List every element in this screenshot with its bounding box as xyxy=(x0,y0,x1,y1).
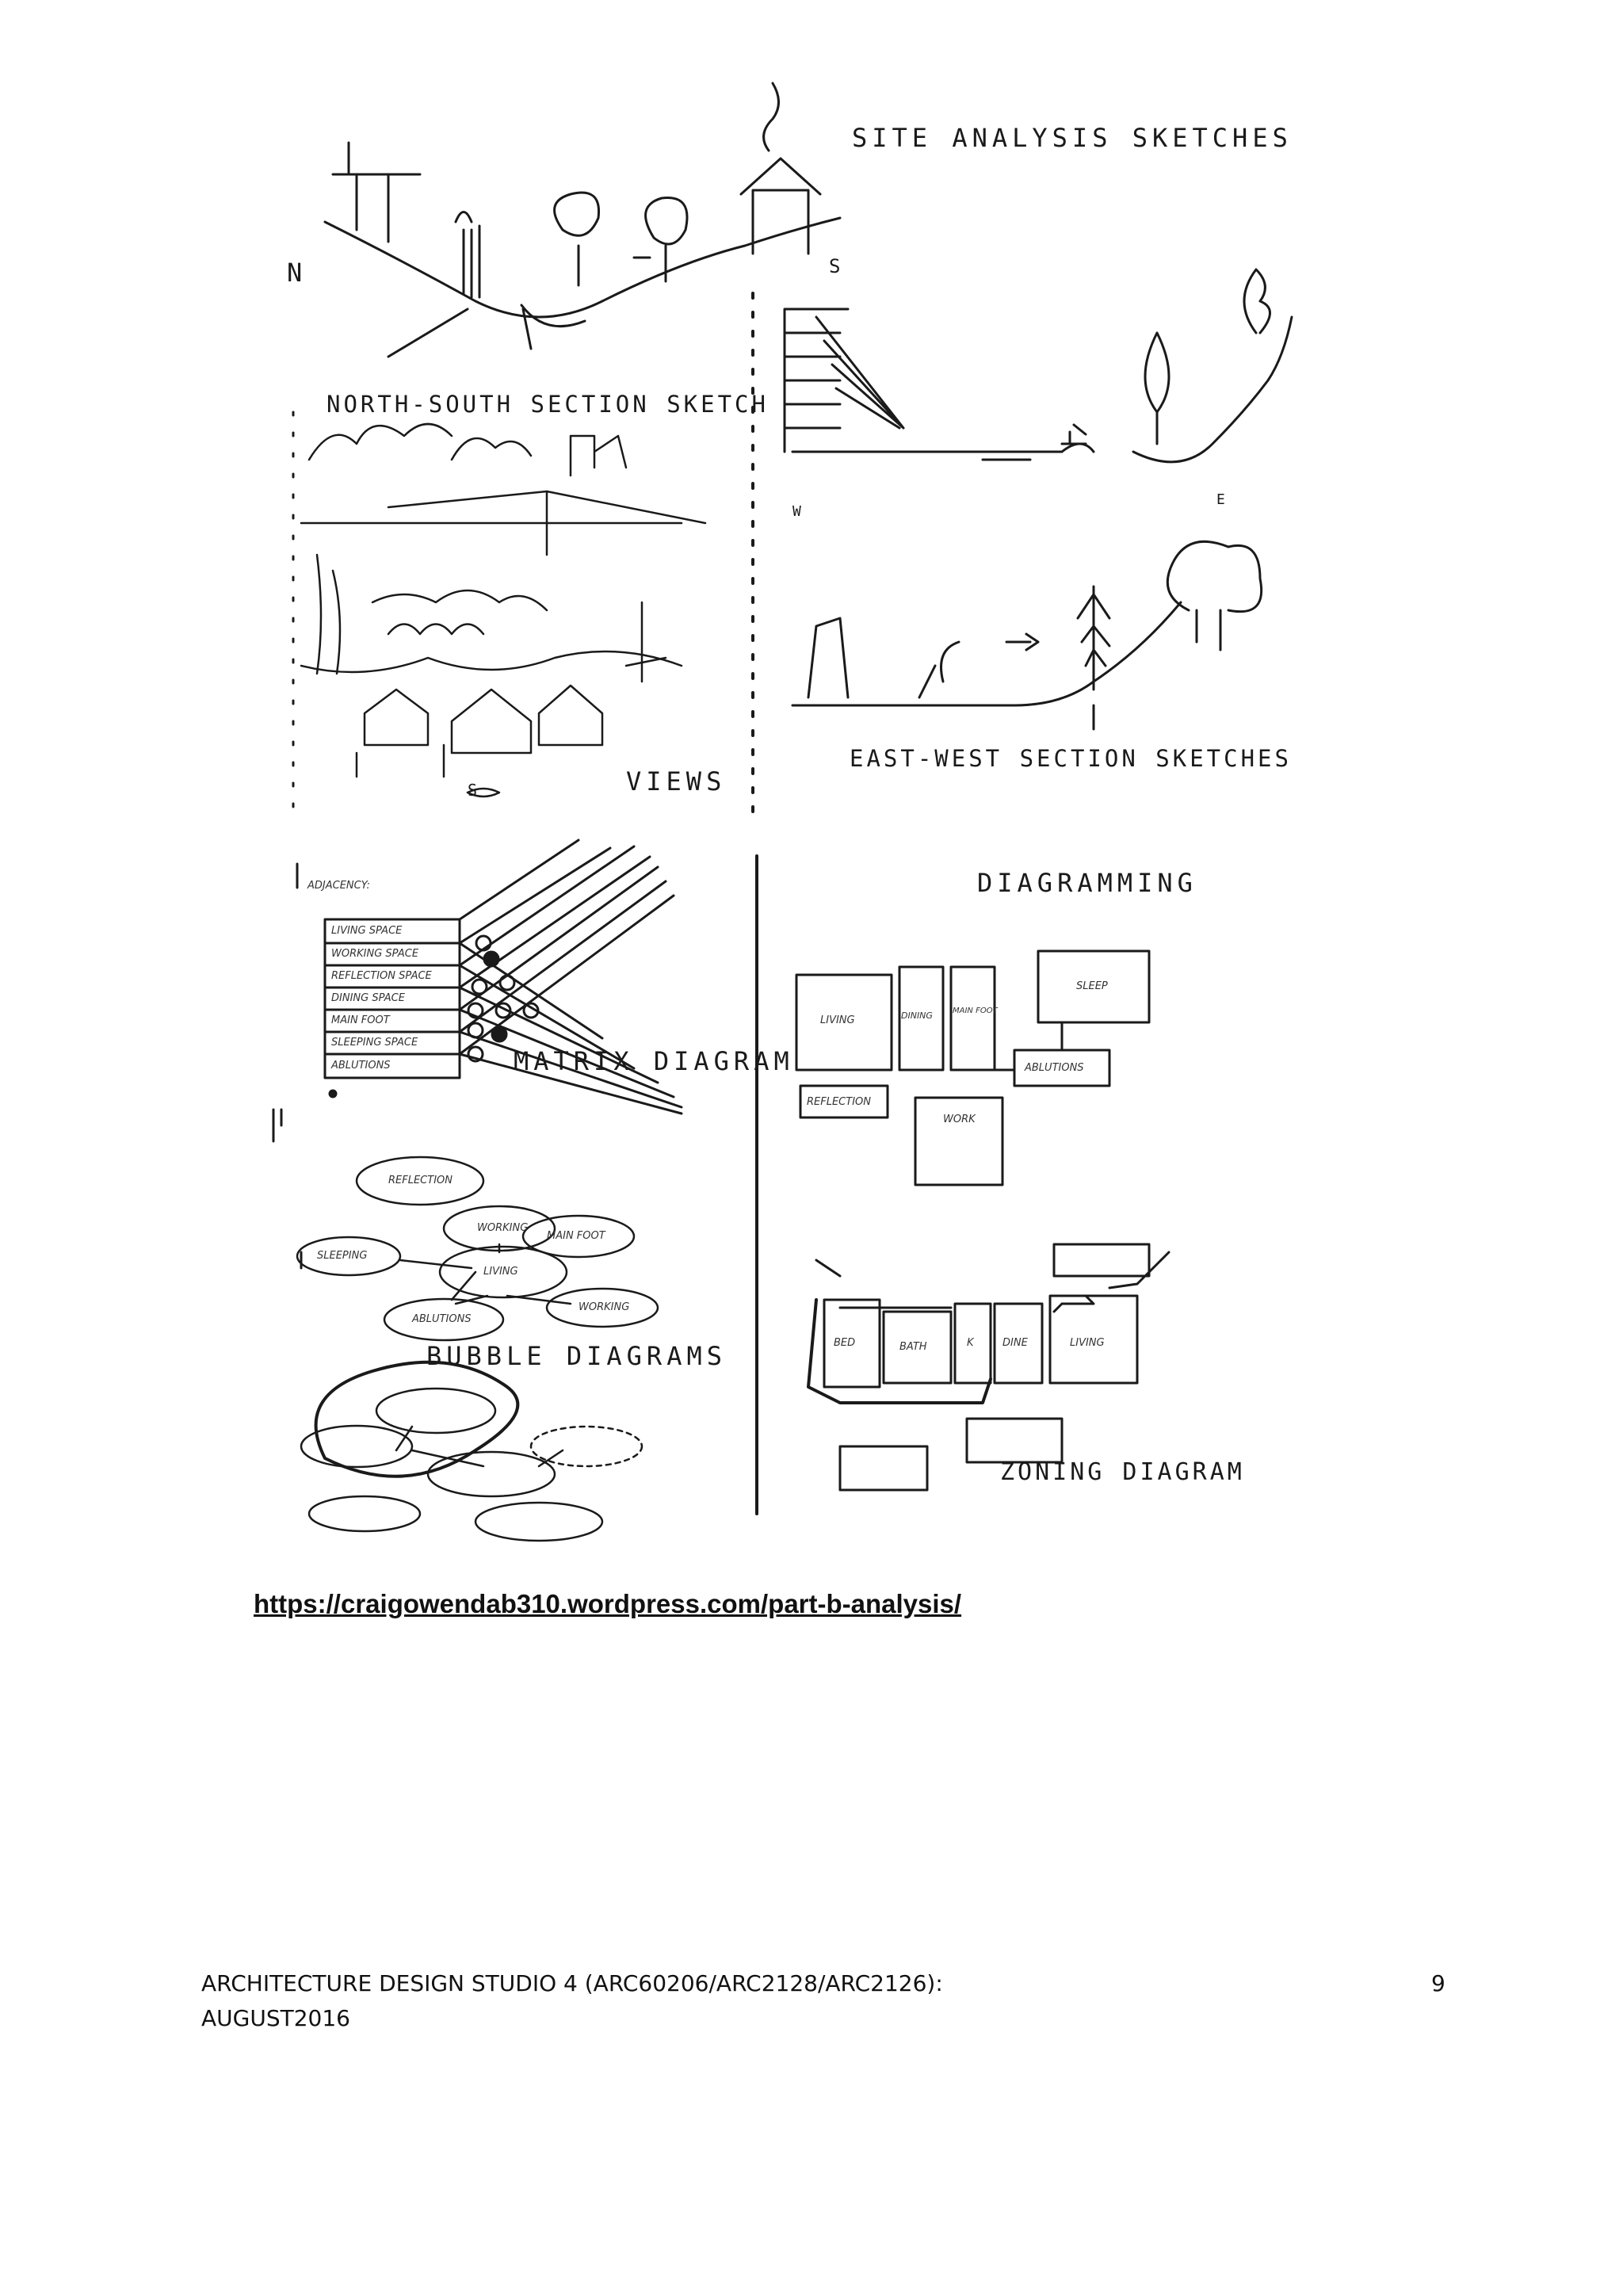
bubble-diagrams-heading: BUBBLE DIAGRAMS xyxy=(426,1341,727,1371)
bubble-node-label: WORKING xyxy=(579,1301,630,1313)
compass-w: W xyxy=(792,503,806,520)
diagramming-heading: DIAGRAMMING xyxy=(977,868,1197,898)
north-south-section-sketch xyxy=(323,82,842,358)
compass-n: N xyxy=(287,258,307,288)
bubble-node-label: LIVING xyxy=(483,1266,518,1278)
matrix-adjacency-note: ADJACENCY: xyxy=(307,880,370,892)
compass-s: S xyxy=(829,255,846,277)
matrix-row-label: MAIN FOOT xyxy=(331,1014,390,1026)
east-west-section-sketch-bottom xyxy=(791,540,1263,731)
matrix-diagram xyxy=(323,839,683,1115)
matrix-diagram-heading: MATRIX DIAGRAM xyxy=(514,1046,794,1076)
bubble-node-label: MAIN FOOT xyxy=(547,1230,605,1242)
zoning-room-label: LIVING xyxy=(1070,1337,1105,1349)
zoning-diagram-block xyxy=(807,1243,1170,1492)
footer-course-title: ARCHITECTURE DESIGN STUDIO 4 (ARC60206/A… xyxy=(201,1970,943,1996)
zoning-room-label: MAIN FOOT xyxy=(953,1007,998,1015)
views-sketch xyxy=(300,422,707,798)
zoning-room-label: K xyxy=(967,1337,974,1349)
zoning-room-label: DINING xyxy=(901,1010,933,1021)
north-south-section-heading: NORTH-SOUTH SECTION SKETCH xyxy=(327,391,769,418)
zoning-room-label: BATH xyxy=(899,1341,927,1353)
views-heading: VIEWS xyxy=(626,766,727,797)
zoning-room-label: LIVING xyxy=(820,1014,855,1026)
matrix-row-label: ABLUTIONS xyxy=(331,1060,391,1072)
sketch-drawings xyxy=(272,82,1293,1542)
diagramming-block xyxy=(795,949,1151,1186)
east-west-section-sketch-top xyxy=(783,268,1293,464)
bubble-node-label: SLEEPING xyxy=(317,1250,368,1262)
bubble-node-label: REFLECTION xyxy=(388,1175,453,1186)
east-west-section-heading: EAST-WEST SECTION SKETCHES xyxy=(850,745,1292,772)
zoning-room-label: WORK xyxy=(943,1114,976,1125)
matrix-row-label: WORKING SPACE xyxy=(331,948,419,960)
zoning-diagram-heading: ZONING DIAGRAM xyxy=(1000,1458,1245,1486)
source-link[interactable]: https://craigowendab310.wordpress.com/pa… xyxy=(254,1589,962,1618)
bubble-node-label: ABLUTIONS xyxy=(412,1313,472,1325)
matrix-row-label: REFLECTION SPACE xyxy=(331,970,432,982)
site-analysis-sheet: N S W E SITE ANALYSIS SKETCHES NORTH-SOU… xyxy=(269,63,1300,1569)
zoning-room-label: SLEEP xyxy=(1076,980,1108,992)
footer-date: AUGUST2016 xyxy=(201,2005,350,2031)
bubble-node-label: WORKING xyxy=(477,1222,529,1234)
compass-e: E xyxy=(1216,491,1230,508)
matrix-row-label: DINING SPACE xyxy=(331,992,405,1004)
zoning-room-label: ABLUTIONS xyxy=(1025,1062,1084,1074)
views-s-mark: S xyxy=(468,781,483,800)
zoning-room-label: DINE xyxy=(1002,1337,1028,1349)
matrix-row-label: LIVING SPACE xyxy=(331,925,403,937)
page-number: 9 xyxy=(1431,1970,1445,1996)
zoning-room-label: BED xyxy=(834,1337,856,1349)
zoning-room-label: REFLECTION xyxy=(807,1096,871,1108)
site-analysis-heading: SITE ANALYSIS SKETCHES xyxy=(852,123,1293,153)
matrix-row-label: SLEEPING SPACE xyxy=(331,1037,418,1049)
bubble-diagrams xyxy=(296,1156,659,1542)
